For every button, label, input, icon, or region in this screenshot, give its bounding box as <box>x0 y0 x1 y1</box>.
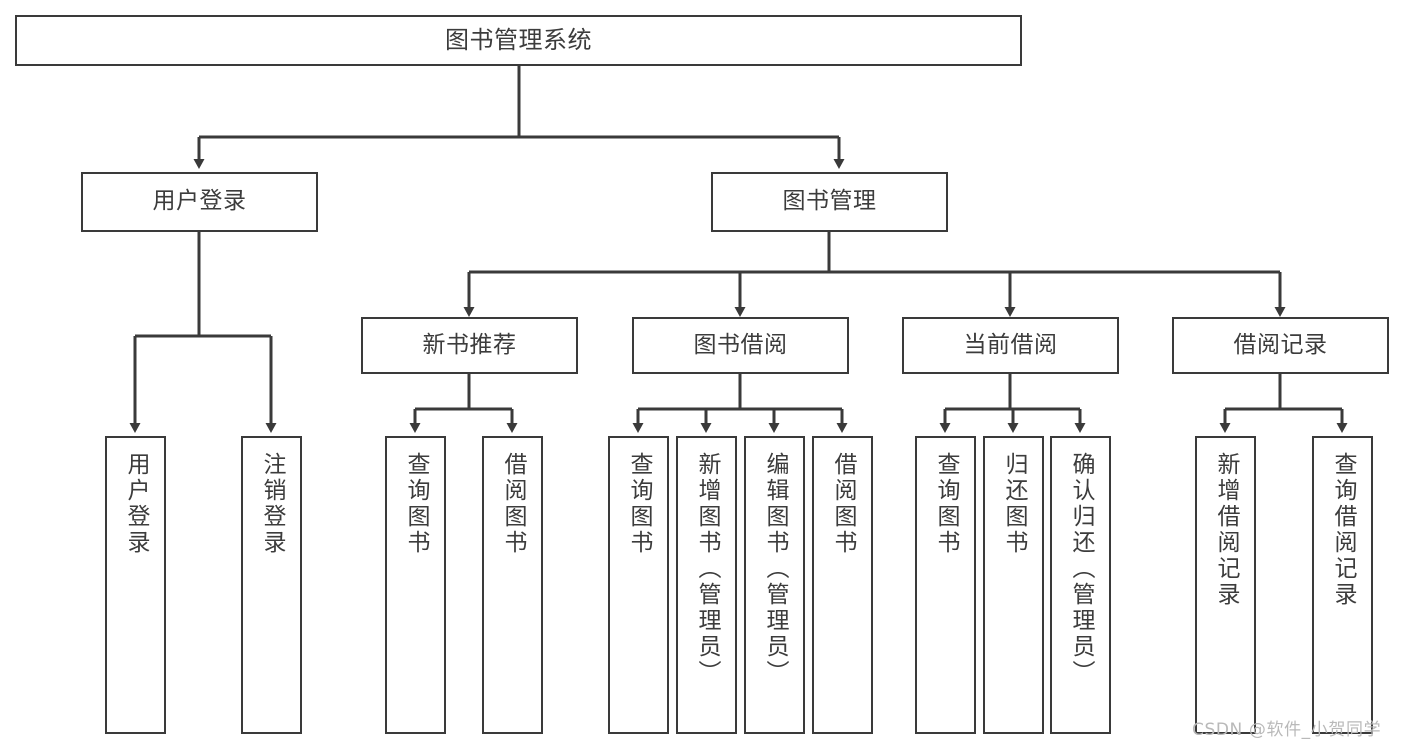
node-new-book-recommend[interactable]: 新书推荐 <box>361 317 578 374</box>
node-label: 当前借阅 <box>963 331 1058 358</box>
node-label: 借阅记录 <box>1233 331 1328 358</box>
node-label: 借阅图书 <box>830 452 856 556</box>
csdn-watermark: CSDN @软件_小贺同学 <box>1192 720 1382 740</box>
node-book-management[interactable]: 图书管理 <box>711 172 948 232</box>
node-label: 借阅图书 <box>500 452 526 556</box>
node-label: 用户登录 <box>123 452 149 556</box>
node-label: 图书管理 <box>782 188 877 215</box>
node-label: 确认归还（管理员） <box>1068 452 1094 686</box>
node-label: 注销登录 <box>259 452 285 556</box>
node-leaf-confirm-return[interactable]: 确认归还（管理员） <box>1050 436 1111 734</box>
node-label: 用户登录 <box>152 188 247 215</box>
node-leaf-add-book[interactable]: 新增图书（管理员） <box>676 436 737 734</box>
node-leaf-add-record[interactable]: 新增借阅记录 <box>1195 436 1256 734</box>
node-leaf-query-book-2[interactable]: 查询图书 <box>608 436 669 734</box>
node-current-borrow[interactable]: 当前借阅 <box>902 317 1119 374</box>
node-leaf-user-logout[interactable]: 注销登录 <box>241 436 302 734</box>
node-label: 图书管理系统 <box>445 26 592 55</box>
node-leaf-borrow-book-1[interactable]: 借阅图书 <box>482 436 543 734</box>
node-leaf-borrow-book-2[interactable]: 借阅图书 <box>812 436 873 734</box>
node-label: 新书推荐 <box>422 331 517 358</box>
node-leaf-user-login[interactable]: 用户登录 <box>105 436 166 734</box>
node-book-borrow[interactable]: 图书借阅 <box>632 317 849 374</box>
node-leaf-query-record[interactable]: 查询借阅记录 <box>1312 436 1373 734</box>
node-user-login[interactable]: 用户登录 <box>81 172 318 232</box>
node-root-system[interactable]: 图书管理系统 <box>15 15 1022 66</box>
node-leaf-edit-book[interactable]: 编辑图书（管理员） <box>744 436 805 734</box>
node-label: 归还图书 <box>1001 452 1027 556</box>
node-label: 查询图书 <box>933 452 959 556</box>
node-label: 编辑图书（管理员） <box>762 452 788 686</box>
node-label: 新增借阅记录 <box>1213 452 1239 608</box>
node-label: 查询图书 <box>626 452 652 556</box>
node-borrow-record[interactable]: 借阅记录 <box>1172 317 1389 374</box>
node-leaf-return-book[interactable]: 归还图书 <box>983 436 1044 734</box>
node-leaf-query-book-1[interactable]: 查询图书 <box>385 436 446 734</box>
node-label: 图书借阅 <box>693 331 788 358</box>
node-label: 查询图书 <box>403 452 429 556</box>
node-label: 新增图书（管理员） <box>694 452 720 686</box>
node-label: 查询借阅记录 <box>1330 452 1356 608</box>
node-leaf-query-book-3[interactable]: 查询图书 <box>915 436 976 734</box>
